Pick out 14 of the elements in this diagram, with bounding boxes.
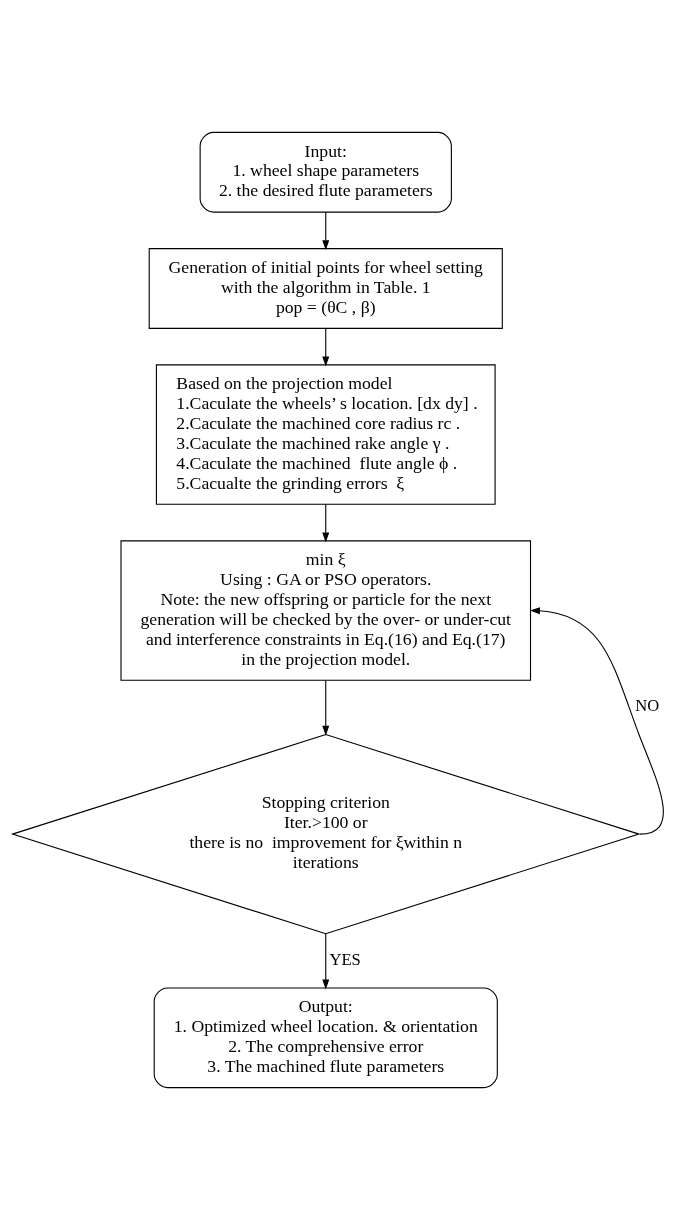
arrow (322, 211, 330, 251)
edge-label: NO (635, 696, 660, 716)
arrow (322, 933, 330, 990)
node-diamond: Stopping criterion Iter.>100 or there is no improvement for ξwithin n iterations (10, 733, 641, 935)
node-box: Output: 1. Optimized wheel location. & orientation 2. The comprehensive error 3. The machined flute parameters (153, 987, 498, 1089)
node-box: Based on the projection model 1.Caculate the wheels’ s location. [dx dy] . 2.Caculate the machined core radius rc . 3.Caculate the machined rake angle γ . 4.Caculate the machined flute angle ϕ . 5.Cacualte the grinding errors ξ (155, 364, 496, 505)
arrow (322, 503, 330, 543)
arrow (322, 327, 330, 367)
node-box: Generation of initial points for wheel setting with the algorithm in Table. 1 pop = (θC , β) (148, 248, 503, 329)
node-box: min ξ Using : GA or PSO operators. Note: the new offspring or particle for the next generation will be checked by the over- or under-cut and interference constraints in Eq.(16) and Eq.(17) in the projection model. (120, 540, 532, 681)
node-box: Input: 1. wheel shape parameters 2. the desired flute parameters (199, 131, 452, 213)
arrow (529, 607, 664, 835)
arrow (322, 679, 330, 736)
edge-label: YES (329, 949, 361, 969)
